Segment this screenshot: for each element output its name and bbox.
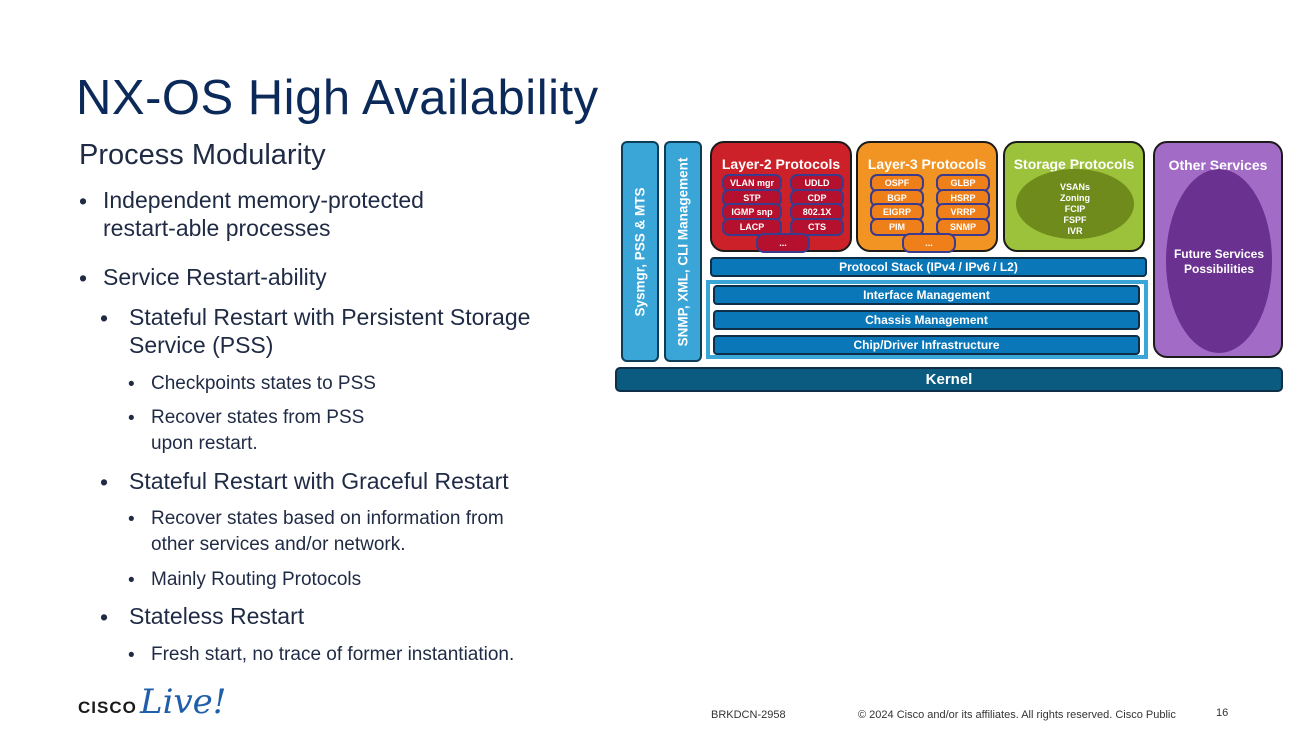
management-label: SNMP, XML, CLI Management: [675, 157, 691, 346]
page-subtitle: Process Modularity: [79, 139, 326, 171]
storage-inner-ellipse: VSANs Zoning FCIP FSPF IVR: [1016, 169, 1134, 239]
other-services-box: Other Services Future Services Possibili…: [1153, 141, 1283, 358]
bullet-text: Stateful Restart with Graceful Restart: [129, 468, 509, 494]
bullet-dot: •: [100, 305, 109, 331]
bullet-dot: •: [128, 509, 135, 530]
layer3-title: Layer-3 Protocols: [867, 156, 987, 172]
l2-item: LACP: [722, 218, 782, 236]
session-id: BRKDCN-2958: [711, 709, 786, 721]
cisco-wordmark: CISCO: [78, 698, 137, 717]
sysmgr-label: Sysmgr, PSS & MTS: [632, 186, 648, 317]
sysmgr-bar: Sysmgr, PSS & MTS: [621, 141, 659, 362]
storage-item: FCIP: [1064, 204, 1086, 214]
bullet-text: Mainly Routing Protocols: [151, 569, 362, 590]
l3-item-more: ...: [902, 233, 956, 253]
l3-item: GLBP: [936, 174, 990, 192]
chip-driver-bar: Chip/Driver Infrastructure: [713, 335, 1140, 355]
bullet-dot: •: [100, 469, 109, 495]
storage-title: Storage Protocols: [1013, 156, 1135, 172]
kernel-bar: Kernel: [615, 367, 1283, 392]
bullet-dot: •: [79, 188, 88, 214]
bullet-text: Service Restart-ability: [103, 264, 327, 290]
storage-item: VSANs: [1059, 182, 1090, 192]
other-services-inner-ellipse: Future Services Possibilities: [1166, 169, 1272, 353]
chassis-management-bar: Chassis Management: [713, 310, 1140, 330]
storage-item: IVR: [1067, 226, 1083, 236]
bullet-dot: •: [100, 604, 109, 630]
bullet-dot: •: [128, 408, 135, 429]
l3-item: SNMP: [936, 218, 990, 236]
future-services-line: Possibilities: [1183, 262, 1255, 276]
page-title: NX-OS High Availability: [76, 71, 599, 125]
bullet-text: Stateful Restart with Persistent Storage: [129, 304, 531, 330]
live-wordmark: Live!: [140, 682, 227, 722]
bullet-text: upon restart.: [151, 433, 258, 454]
bullet-text: Recover states from PSS: [151, 407, 365, 428]
protocol-stack-bar: Protocol Stack (IPv4 / IPv6 / L2): [710, 257, 1147, 277]
bullet-text: Stateless Restart: [129, 603, 305, 629]
bullet-text: Recover states based on information from: [151, 508, 504, 529]
infrastructure-frame: [706, 280, 1148, 359]
copyright-text: © 2024 Cisco and/or its affiliates. All …: [858, 709, 1176, 721]
bullet-text: Fresh start, no trace of former instanti…: [151, 644, 515, 665]
bullet-dot: •: [128, 570, 135, 591]
layer2-protocols-box: Layer-2 Protocols VLAN mgr UDLD STP CDP …: [710, 141, 852, 253]
page-number: 16: [1216, 707, 1229, 719]
management-bar: SNMP, XML, CLI Management: [664, 141, 702, 362]
interface-management-bar: Interface Management: [713, 285, 1140, 305]
bullet-text: Independent memory-protected: [103, 187, 424, 213]
storage-item: FSPF: [1063, 215, 1087, 225]
l2-item: CTS: [790, 218, 844, 236]
storage-protocols-box: Storage Protocols VSANs Zoning FCIP FSPF…: [1003, 141, 1145, 252]
bullet-dot: •: [79, 265, 88, 291]
bullet-text: Checkpoints states to PSS: [151, 373, 376, 394]
layer2-title: Layer-2 Protocols: [721, 156, 841, 172]
bullet-dot: •: [128, 374, 135, 395]
bullet-text: Service (PSS): [129, 332, 274, 358]
l2-item-more: ...: [756, 233, 810, 253]
bullet-text: other services and/or network.: [151, 534, 406, 555]
bullet-dot: •: [128, 645, 135, 666]
other-services-title: Other Services: [1168, 157, 1268, 173]
layer3-protocols-box: Layer-3 Protocols OSPF GLBP BGP HSRP EIG…: [856, 141, 998, 253]
bullet-text: restart-able processes: [103, 215, 331, 241]
cisco-live-logo: CISCO Live!: [78, 682, 228, 726]
l3-item: PIM: [870, 218, 924, 236]
future-services-line: Future Services: [1173, 247, 1265, 261]
storage-item: Zoning: [1060, 193, 1090, 203]
